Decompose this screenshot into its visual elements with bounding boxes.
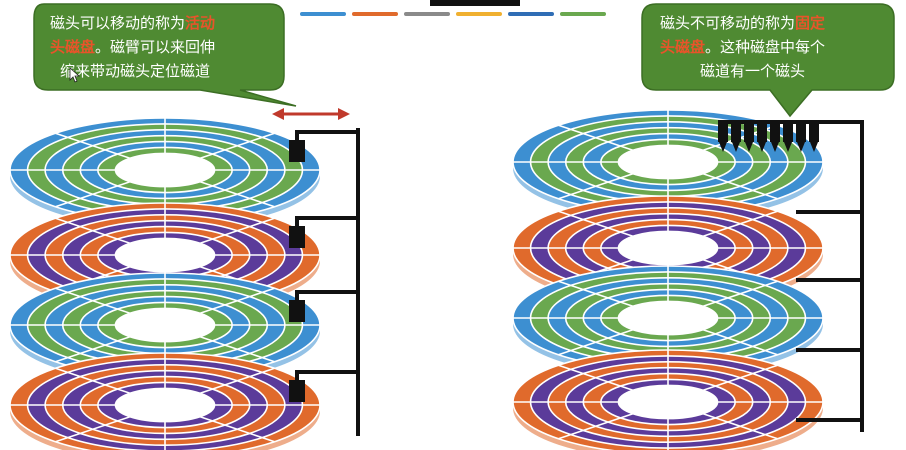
right-callout-line3: 磁道有一个磁头: [700, 62, 805, 80]
sector-line: [199, 416, 275, 443]
fixed-head-tip: [758, 142, 766, 152]
left-callout-line2: 头磁盘。磁臂可以来回伸: [50, 38, 215, 56]
read-write-head: [289, 380, 305, 402]
sector-line: [199, 217, 275, 244]
arm-movement-arrow: [272, 108, 350, 120]
fixed-head-disk: [512, 109, 864, 450]
fixed-head-tip: [797, 142, 805, 152]
right-callout-line1: 磁头不可移动的称为固定: [660, 14, 825, 32]
right-callout-line2: 头磁盘。这种磁盘中每个: [660, 38, 825, 56]
sector-line: [702, 280, 778, 307]
legend-swatch: [404, 12, 450, 16]
fixed-head: [809, 124, 819, 142]
sector-line: [558, 413, 634, 440]
platter: [512, 109, 824, 220]
spindle-hole: [617, 384, 719, 420]
spindle-hole: [114, 237, 216, 273]
sector-line: [55, 367, 131, 394]
platter: [9, 117, 321, 228]
platter: [9, 272, 321, 383]
spindle-hole: [617, 230, 719, 266]
fixed-head: [744, 124, 754, 142]
left-callout: 磁头可以移动的称为活动 头磁盘。磁臂可以来回伸 缩来带动磁头定位磁道: [33, 3, 297, 107]
left-callout-line3: 缩来带动磁头定位磁道: [60, 62, 210, 80]
fixed-head: [796, 124, 806, 142]
sector-line: [558, 173, 634, 200]
fixed-head: [783, 124, 793, 142]
sector-line: [702, 364, 778, 391]
sector-line: [702, 210, 778, 237]
sector-line: [558, 364, 634, 391]
sector-line: [558, 280, 634, 307]
sector-line: [55, 217, 131, 244]
sector-line: [55, 416, 131, 443]
sector-line: [199, 336, 275, 363]
sector-line: [55, 181, 131, 208]
sector-line: [199, 132, 275, 159]
fixed-head-tip: [784, 142, 792, 152]
legend-swatch: [560, 12, 606, 16]
legend-swatch: [508, 12, 554, 16]
left-callout-line1: 磁头可以移动的称为活动: [50, 14, 215, 32]
sector-line: [55, 287, 131, 314]
left-callout-bubble: [33, 3, 297, 107]
sector-line: [558, 329, 634, 356]
spindle-hole: [617, 144, 719, 180]
sector-line: [199, 181, 275, 208]
read-write-head: [289, 300, 305, 322]
fixed-head-tip: [719, 142, 727, 152]
right-callout: 磁头不可移动的称为固定 头磁盘。这种磁盘中每个 磁道有一个磁头: [641, 3, 895, 118]
title-strip: [430, 0, 520, 6]
platter: [512, 265, 824, 376]
sector-line: [558, 210, 634, 237]
legend-swatch: [300, 12, 346, 16]
sector-line: [702, 173, 778, 200]
fixed-head: [757, 124, 767, 142]
sector-line: [199, 367, 275, 394]
sector-line: [702, 329, 778, 356]
fixed-head: [731, 124, 741, 142]
mouse-cursor-icon: [69, 67, 81, 83]
spindle-hole: [114, 152, 216, 188]
read-write-head: [289, 226, 305, 248]
moving-head-disk: [9, 117, 360, 450]
sector-line: [199, 287, 275, 314]
spindle-hole: [114, 307, 216, 343]
sector-line: [55, 336, 131, 363]
right-callout-bubble: [641, 3, 895, 118]
legend-swatch: [352, 12, 398, 16]
sector-line: [558, 124, 634, 151]
platter: [512, 349, 824, 450]
sector-line: [55, 132, 131, 159]
spindle-hole: [617, 300, 719, 336]
sector-line: [702, 413, 778, 440]
fixed-head-tip: [732, 142, 740, 152]
legend-swatch: [456, 12, 502, 16]
color-legend: [300, 12, 606, 16]
platter: [9, 352, 321, 450]
fixed-head-tip: [771, 142, 779, 152]
fixed-head: [770, 124, 780, 142]
fixed-head-tip: [745, 142, 753, 152]
fixed-head: [718, 124, 728, 142]
spindle-hole: [114, 387, 216, 423]
fixed-head-tip: [810, 142, 818, 152]
read-write-head: [289, 140, 305, 162]
